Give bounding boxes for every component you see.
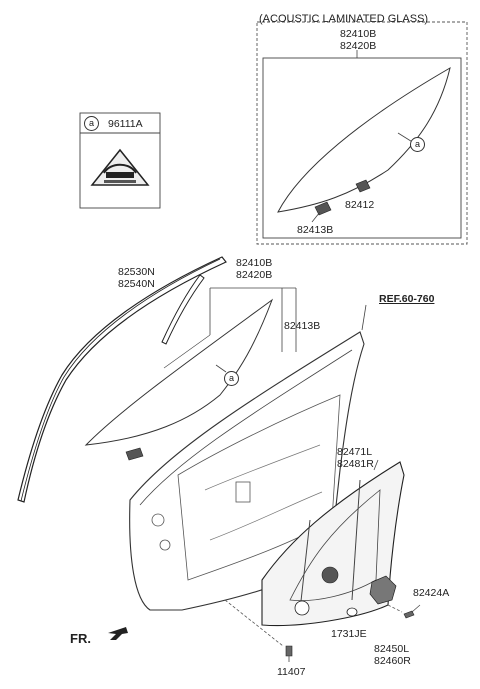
bolt-bottom-number: 11407 [277,666,306,678]
acoustic-clip-lower [314,201,332,216]
run-channel-shape [17,256,227,503]
label-part-number: 96111A [108,118,143,130]
glass-clip-number: 82413B [284,320,321,332]
label-box-callout-a: a [84,116,99,131]
front-arrow-icon [108,627,128,640]
acoustic-inset-inner-frame [262,57,462,239]
regulator-module-shape [261,461,405,627]
acoustic-clip-lower-number: 82413B [297,224,334,236]
plug-shape [346,607,358,617]
run-channel-front-strip [161,274,205,345]
door-glass-shape [84,298,274,446]
front-marker-label: FR. [70,631,91,646]
run-channel-number-1: 82530N [118,266,155,278]
bolt-right-shape [403,610,415,619]
label-box-frame [79,112,161,209]
acoustic-glass-title: (ACOUSTIC LAMINATED GLASS) [259,13,429,25]
caution-label-icon [90,148,150,186]
regulator-number-1: 82471L [337,446,373,458]
regulator-number-2: 82481R [337,458,374,470]
motor-number-1: 82450L [374,643,410,655]
motor-number-2: 82460R [374,655,411,667]
acoustic-part-number-1: 82410B [340,28,377,40]
acoustic-callout-a: a [410,137,425,152]
bolt-bottom-shape [285,645,293,657]
acoustic-glass-shape [277,66,451,213]
acoustic-part-number-2: 82420B [340,40,377,52]
acoustic-inset-frame [256,21,468,245]
door-shell-outline [129,331,365,611]
glass-callout-a: a [224,371,239,386]
run-channel-number-2: 82540N [118,278,155,290]
motor-shape [369,575,397,605]
glass-clip-main [125,447,144,461]
reference-label: REF.60-760 [379,293,435,305]
acoustic-clip-upper-number: 82412 [345,199,375,211]
bolt-right-number: 82424A [413,587,450,599]
glass-number-1: 82410B [236,257,273,269]
glass-number-2: 82420B [236,269,273,281]
plug-number: 1731JE [331,628,367,640]
acoustic-clip-upper [355,179,371,193]
